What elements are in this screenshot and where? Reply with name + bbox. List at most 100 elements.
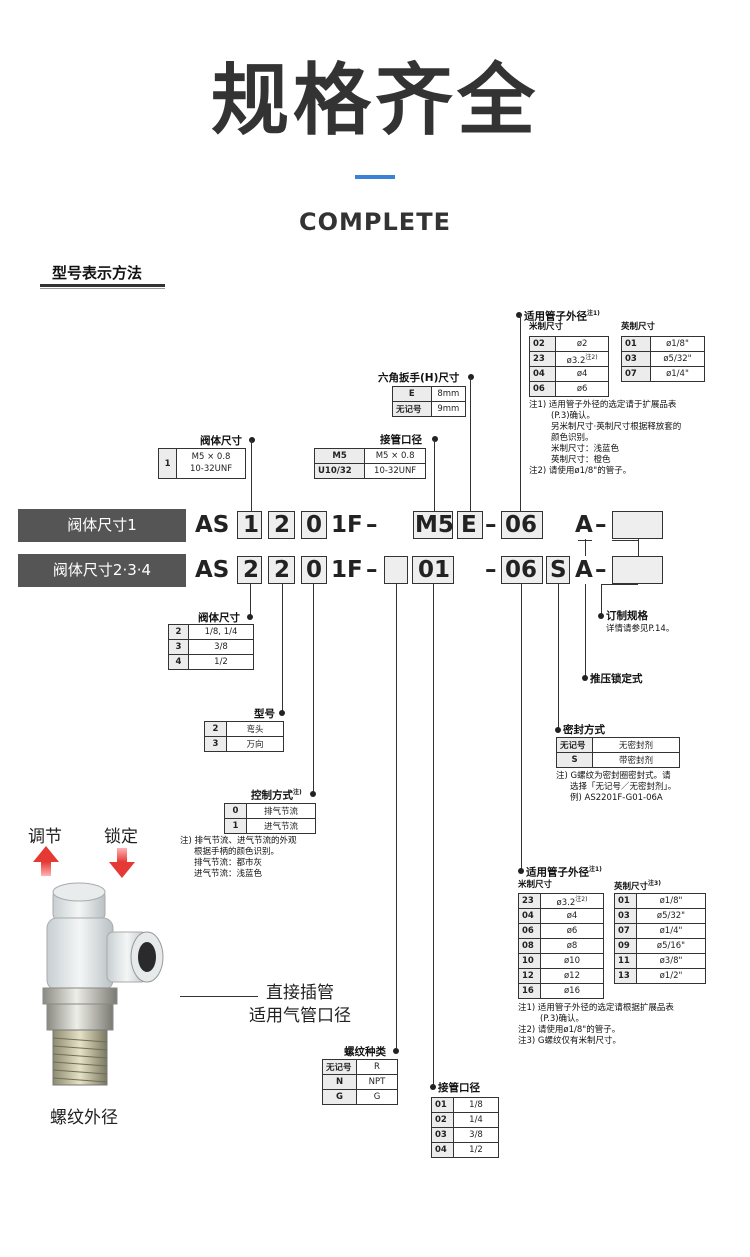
body-size1-dot — [249, 437, 255, 443]
leader-custom-h — [601, 584, 638, 585]
title-accent-bar — [355, 175, 395, 179]
code1-as: AS — [195, 512, 230, 538]
code2-d1: 2 — [243, 557, 260, 583]
leader-seal — [558, 584, 559, 730]
code1-dash3: – — [595, 512, 607, 538]
code2-s: S — [550, 557, 567, 583]
code2-d3: 0 — [306, 557, 323, 583]
code2-f: 1F — [331, 557, 363, 583]
control-dot — [310, 791, 316, 797]
code1-m5: M5 — [415, 512, 454, 538]
tube-top-notes: 注1) 适用管子外径的选定请于扩展品表 (P.3)确认。 另米制尺寸·英制尺寸根… — [529, 400, 682, 477]
band-body-size1: 阀体尺寸1 — [18, 509, 186, 542]
leader-port-size2 — [433, 584, 434, 1089]
code2-box-s — [546, 556, 570, 584]
code1-box-m5 — [413, 511, 453, 539]
custom-note: 详情请参见P.14。 — [606, 624, 675, 634]
code2-dash1: – — [366, 557, 378, 583]
leader-body-size1 — [251, 440, 252, 511]
code2-port: 01 — [418, 557, 451, 583]
hex-dot — [468, 374, 474, 380]
code2-a: A — [575, 557, 593, 583]
model-label: 型号 — [254, 708, 275, 720]
seal-notes: 注) G螺纹为密封圈密封式。请 选择「无记号／无密封剂」。 例) AS2201F… — [556, 771, 677, 804]
code2-dash2: – — [485, 557, 497, 583]
arrow-up-icon — [33, 846, 59, 862]
control-notes: 注) 排气节流、进气节流的外观 根据手柄的颜色识别。 排气节流：都市灰 进气节流… — [180, 836, 297, 880]
page-title: 规格齐全 — [210, 56, 539, 146]
port-size1-dot — [432, 436, 438, 442]
leader-custom-join-a — [612, 540, 638, 541]
custom-dot — [598, 613, 604, 619]
code2-tube: 06 — [505, 557, 538, 583]
code2-d2: 2 — [274, 557, 291, 583]
leader-model — [282, 584, 283, 714]
code1-d2: 2 — [274, 512, 291, 538]
photo-thread-od: 螺纹外径 — [50, 1108, 118, 1128]
code2-box-d1 — [237, 556, 262, 584]
leader-push-lock — [585, 584, 586, 678]
leader-port-size1 — [434, 440, 435, 511]
code1-d1: 1 — [243, 512, 260, 538]
leader-control — [313, 584, 314, 796]
thread-type-dot — [393, 1048, 399, 1054]
tube-top-dot — [516, 312, 522, 318]
thread-type-label: 螺纹种类 — [344, 1046, 386, 1058]
body-size1-label: 阀体尺寸 — [200, 435, 242, 447]
code2-box-d2 — [268, 556, 295, 584]
section-label: 型号表示方法 — [52, 264, 143, 282]
band-body-size2: 阀体尺寸2·3·4 — [18, 554, 186, 587]
body-size2-dot — [247, 614, 253, 620]
leader-tube-bottom — [521, 584, 522, 871]
arrow-up-shaft — [41, 862, 51, 876]
code2-dash3: – — [595, 557, 607, 583]
code2-box-port — [412, 556, 454, 584]
port-size2-dot — [430, 1084, 436, 1090]
control-label: 控制方式注) — [251, 789, 302, 802]
leader-hex — [470, 377, 471, 511]
photo-push-in-2: 适用气管口径 — [249, 1006, 351, 1026]
code1-f: 1F — [331, 512, 363, 538]
code1-tube: 06 — [505, 512, 538, 538]
code1-box-d3 — [301, 511, 327, 539]
tube-top-label: 适用管子外径注1) — [524, 310, 600, 323]
tube-bottom-imperial-label: 英制尺寸注3) — [614, 880, 661, 892]
port-size1-label: 接管口径 — [380, 434, 422, 446]
arrow-down-shaft — [117, 848, 127, 862]
photo-leader-line — [180, 996, 258, 997]
seal-dot — [555, 727, 561, 733]
